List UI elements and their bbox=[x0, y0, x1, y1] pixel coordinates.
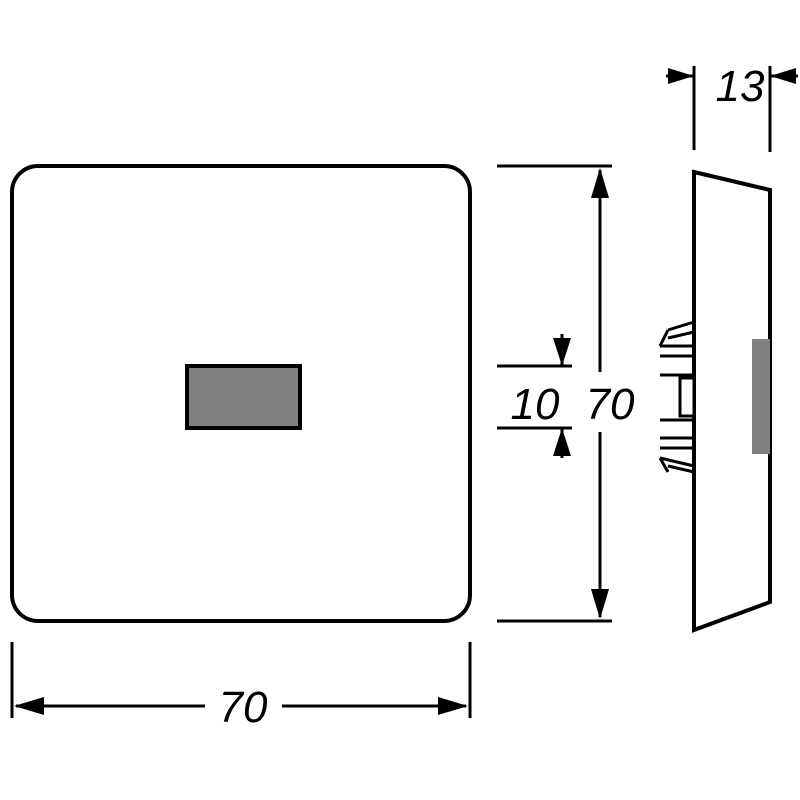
height-label: 70 bbox=[586, 380, 635, 429]
clip-line bbox=[659, 456, 695, 468]
width-label: 70 bbox=[219, 683, 268, 732]
clip-line bbox=[667, 320, 695, 332]
depth-label: 13 bbox=[716, 62, 765, 111]
clip-line bbox=[667, 464, 695, 474]
width-arrow-right bbox=[438, 697, 468, 715]
height-arrow-top bbox=[591, 168, 609, 198]
depth-arrow-right bbox=[770, 68, 796, 84]
width-dimension: 70 bbox=[10, 642, 472, 732]
clip-line bbox=[667, 330, 695, 340]
depth-arrow-left bbox=[668, 68, 694, 84]
window-arrow-top bbox=[553, 338, 571, 366]
clip-line bbox=[658, 329, 670, 347]
depth-dimension: 13 bbox=[666, 62, 798, 111]
clip-line bbox=[658, 457, 670, 473]
front-view bbox=[10, 164, 472, 623]
fixing-clips bbox=[658, 320, 696, 474]
indicator-window bbox=[185, 364, 302, 430]
window-height-dimension: 10 bbox=[497, 334, 572, 458]
clip-middle-box bbox=[678, 376, 696, 418]
side-view bbox=[658, 66, 772, 633]
height-dimension: 70 bbox=[497, 164, 635, 623]
window-arrow-bottom bbox=[553, 428, 571, 456]
width-arrow-left bbox=[14, 697, 44, 715]
side-profile-outline bbox=[692, 169, 772, 633]
side-window-section bbox=[752, 339, 770, 454]
window-height-label: 10 bbox=[511, 380, 560, 429]
height-arrow-bottom bbox=[591, 589, 609, 619]
